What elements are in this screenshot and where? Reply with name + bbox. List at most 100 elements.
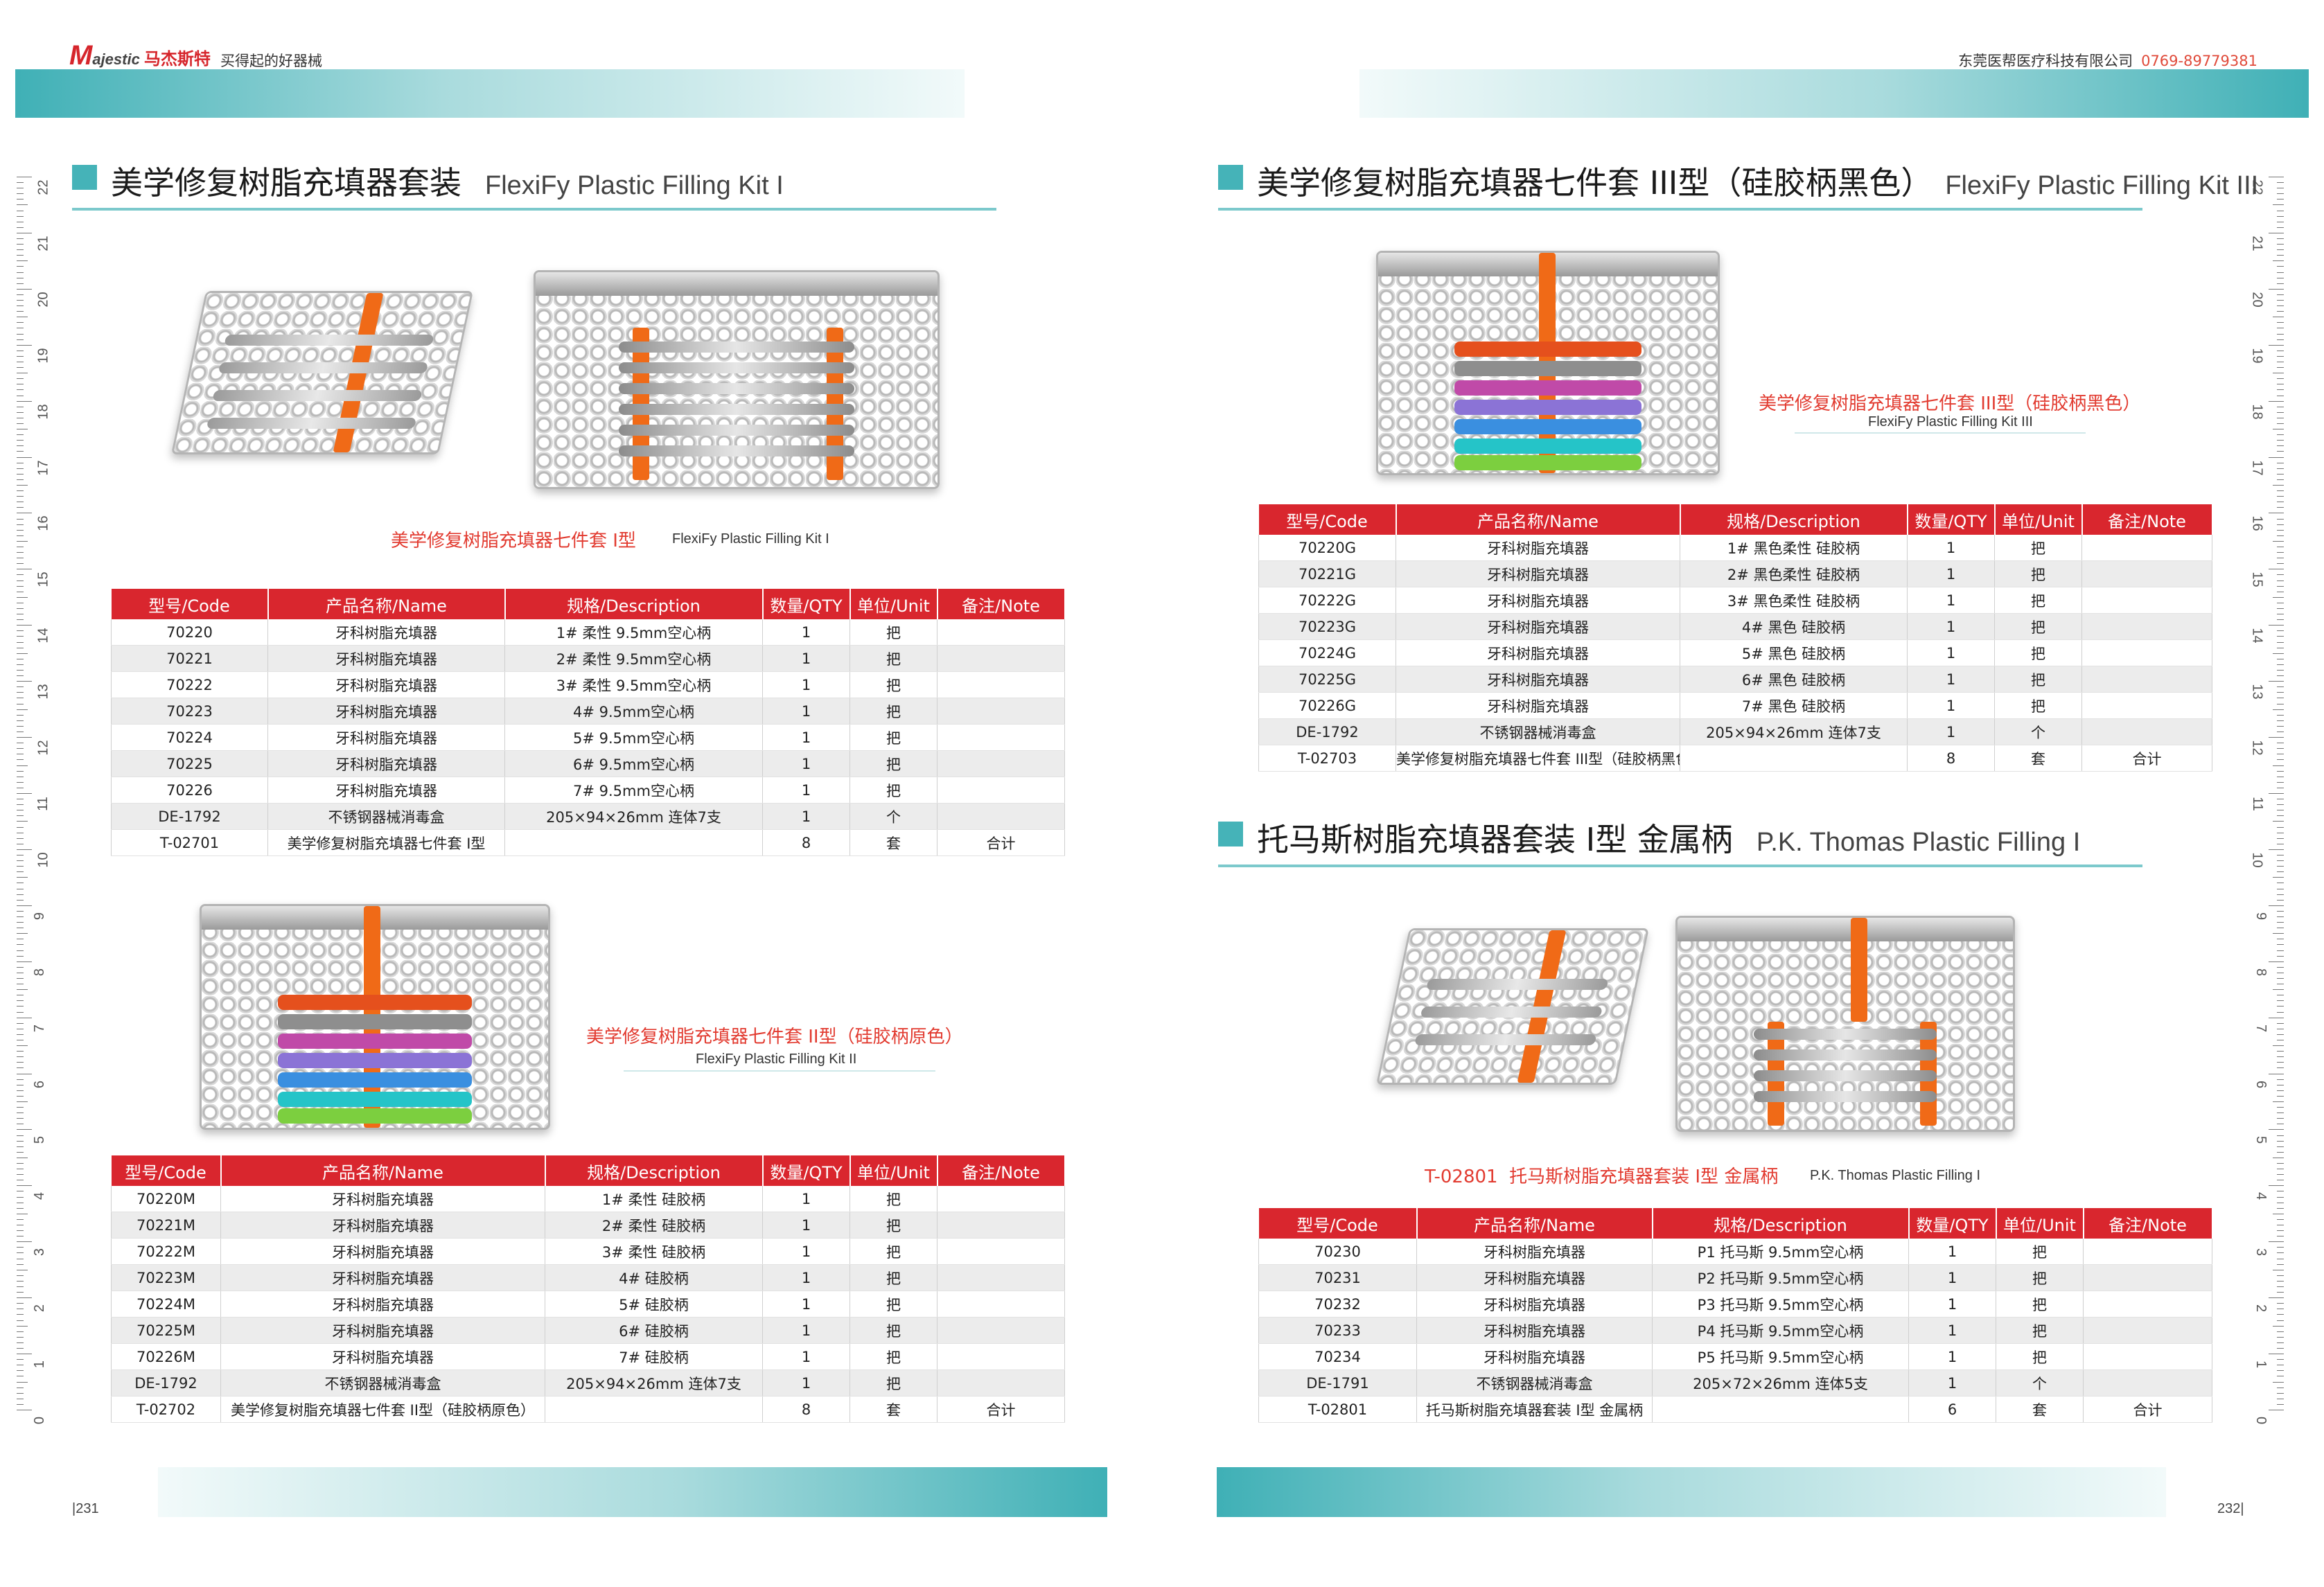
ruler-tick — [17, 496, 24, 497]
ruler-tick — [17, 759, 24, 761]
ruler-tick — [2277, 1090, 2284, 1091]
table-cell — [2083, 1239, 2212, 1265]
table-cell: 牙科树脂充填器 — [220, 1264, 545, 1291]
ruler-tick — [2273, 821, 2284, 822]
ruler-number: 21 — [2249, 236, 2265, 251]
table-cell: P2 托马斯 9.5mm空心柄 — [1652, 1264, 1909, 1291]
ruler-tick — [17, 837, 24, 839]
ruler-tick — [2277, 1387, 2284, 1388]
logo-chinese: 马杰斯特 — [143, 50, 211, 69]
table-cell: 70233 — [1258, 1317, 1417, 1344]
ruler-tick — [17, 933, 28, 934]
table-cell: 6# 黑色 硅胶柄 — [1680, 666, 1908, 693]
ruler-number: 15 — [35, 571, 51, 587]
ruler-tick — [17, 826, 24, 828]
ruler-number: 12 — [35, 740, 51, 756]
table-cell: 牙科树脂充填器 — [220, 1291, 545, 1318]
ruler-tick — [17, 961, 32, 962]
ruler-tick — [2277, 1303, 2284, 1304]
table-cell: 美学修复树脂充填器七件套 I型 — [267, 829, 505, 856]
section-title-cn: 美学修复树脂充填器套装 — [111, 164, 461, 202]
table-cell: 牙科树脂充填器 — [1416, 1264, 1653, 1291]
table-cell: 1 — [762, 1264, 850, 1291]
header-band-left — [15, 69, 965, 118]
table-cell: 70224M — [111, 1291, 221, 1318]
column-header: 产品名称/Name — [220, 1155, 546, 1186]
column-header: 单位/Unit — [850, 589, 938, 619]
ruler-tick — [2277, 1348, 2284, 1349]
ruler-tick — [2273, 1045, 2284, 1047]
ruler-tick — [17, 339, 24, 340]
ruler-tick — [2277, 227, 2284, 228]
ruler-tick — [17, 1107, 24, 1108]
ruler-tick — [2269, 1129, 2284, 1131]
ruler-tick — [17, 804, 24, 806]
table-cell: 70226 — [111, 777, 268, 804]
ruler-tick — [17, 1095, 24, 1097]
ruler-tick — [2277, 1264, 2284, 1265]
ruler-tick — [2277, 1034, 2284, 1035]
section-title-cn: 美学修复树脂充填器七件套 III型（硅胶柄黑色） — [1257, 164, 1933, 202]
ruler-tick — [2277, 1062, 2284, 1063]
ruler-tick — [17, 1090, 24, 1091]
ruler-tick — [17, 1185, 32, 1187]
ruler-tick — [2277, 305, 2284, 307]
product-image-kit-closed — [1675, 916, 2015, 1132]
ruler-tick — [2277, 1112, 2284, 1114]
ruler-tick — [17, 215, 24, 217]
ruler-number: 17 — [35, 459, 51, 476]
table-cell: 1 — [1907, 613, 1995, 640]
ruler-number: 7 — [32, 1024, 48, 1032]
column-header: 单位/Unit — [850, 1155, 938, 1186]
ruler-tick — [17, 1163, 24, 1164]
ruler-tick — [2277, 339, 2284, 340]
ruler-tick — [17, 1174, 24, 1176]
ruler-number: 3 — [32, 1248, 48, 1257]
ruler-tick — [17, 272, 24, 273]
ruler-tick — [2277, 950, 2284, 951]
ruler-tick — [17, 1051, 24, 1052]
table-cell — [2081, 666, 2212, 693]
ruler-tick — [17, 1140, 24, 1142]
product-caption-en: P.K. Thomas Plastic Filling I — [1810, 1168, 1981, 1183]
table-cell — [2081, 613, 2212, 640]
table-cell — [2083, 1291, 2212, 1318]
ruler-number: 14 — [35, 628, 51, 644]
table-cell: 1 — [1908, 1291, 1996, 1318]
section-title-en: FlexiFy Plastic Filling Kit I — [485, 171, 784, 200]
ruler-tick — [17, 255, 24, 256]
table-cell: 3# 黑色柔性 硅胶柄 — [1680, 587, 1908, 614]
ruler-tick — [2277, 664, 2284, 665]
ruler-tick — [17, 675, 24, 677]
table-cell: 70222 — [111, 671, 268, 698]
product-caption-cn: 美学修复树脂充填器七件套 III型（硅胶柄黑色） — [1759, 393, 2141, 414]
ruler-tick — [17, 1403, 24, 1405]
ruler-tick — [17, 1230, 24, 1232]
product-caption-cn: 美学修复树脂充填器七件套 I型 — [391, 531, 636, 551]
table-cell: 70226G — [1258, 692, 1396, 719]
ruler-number: 17 — [2249, 459, 2265, 476]
column-header: 规格/Description — [1680, 504, 1908, 535]
ruler-tick — [17, 910, 24, 912]
table-cell: 把 — [1996, 1264, 2084, 1291]
table-cell: 205×94×26mm 连体7支 — [504, 803, 763, 830]
table-cell — [2083, 1264, 2212, 1291]
table-cell: 把 — [1994, 666, 2082, 693]
ruler-number: 13 — [2249, 684, 2265, 700]
ruler-tick — [17, 193, 24, 195]
ruler-tick — [17, 720, 24, 721]
ruler-number: 16 — [2249, 515, 2265, 532]
ruler-tick — [17, 1336, 24, 1338]
ruler-tick — [2277, 333, 2284, 335]
table-cell: 70221 — [111, 645, 268, 672]
ruler-tick — [17, 1101, 28, 1102]
ruler-number: 8 — [2253, 968, 2269, 976]
table-cell: 5# 9.5mm空心柄 — [504, 724, 763, 751]
ruler-number: 15 — [2249, 571, 2265, 587]
